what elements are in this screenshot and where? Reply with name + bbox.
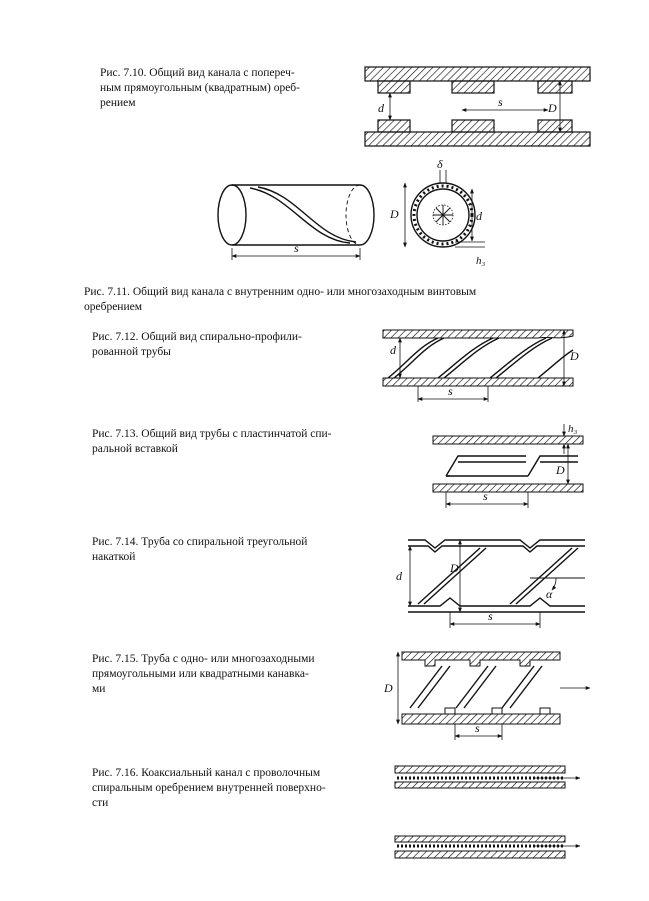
label-h3: h₃ <box>476 255 486 267</box>
figure-7-13-twisted-tape-insert-tube: h₃ D s <box>432 423 584 508</box>
caption-line: Рис. 7.16. Коаксиальный канал с проволоч… <box>92 767 321 779</box>
label-s: s <box>475 721 480 735</box>
caption-fig-7-10: Рис. 7.10. Общий вид канала с попереч- н… <box>100 66 300 111</box>
caption-line: Рис. 7.14. Труба со спиральной треугольн… <box>92 536 308 548</box>
label-s: s <box>498 95 503 109</box>
figure-7-10-transverse-ribbed-channel: d s D <box>364 66 591 147</box>
caption-line: Рис. 7.12. Общий вид спирально-профили- <box>92 331 302 343</box>
caption-line: ным прямоугольным (квадратным) ореб- <box>100 82 300 94</box>
caption-fig-7-16: Рис. 7.16. Коаксиальный канал с проволоч… <box>92 766 326 811</box>
caption-line: накаткой <box>92 551 136 563</box>
label-D: D <box>449 561 459 575</box>
caption-line: Рис. 7.15. Труба с одно- или многозаходн… <box>92 653 315 665</box>
figure-7-14-spiral-triangular-knurl-tube: d D α s <box>396 539 585 628</box>
label-d: d <box>476 209 483 223</box>
figure-7-15-grooved-tube: D s <box>383 651 591 740</box>
label-D: D <box>569 349 579 363</box>
caption-line: ральной вставкой <box>92 443 178 455</box>
label-delta: δ <box>437 160 443 171</box>
caption-line: Рис. 7.10. Общий вид канала с попереч- <box>100 67 295 79</box>
caption-fig-7-11: Рис. 7.11. Общий вид канала с внутренним… <box>84 285 476 315</box>
figure-7-12-spiral-profiled-tube: d D s <box>382 329 579 402</box>
label-s: s <box>448 384 453 398</box>
label-d: d <box>390 343 397 357</box>
label-D: D <box>389 207 399 221</box>
label-d: d <box>396 569 403 583</box>
caption-fig-7-12: Рис. 7.12. Общий вид спирально-профили- … <box>92 330 302 360</box>
label-alpha: α <box>546 587 553 601</box>
label-s: s <box>488 609 493 623</box>
label-s: s <box>294 241 299 255</box>
label-D: D <box>383 681 393 695</box>
internal-ribs <box>432 204 454 226</box>
caption-fig-7-15: Рис. 7.15. Труба с одно- или многозаходн… <box>92 652 315 697</box>
caption-line: сти <box>92 797 109 809</box>
caption-line: прямоугольными или квадратными канавка- <box>92 668 309 680</box>
caption-line: Рис. 7.13. Общий вид трубы с пластинчато… <box>92 428 332 440</box>
figure-7-16-coaxial-wire-finned-channel <box>394 765 581 859</box>
label-D: D <box>547 101 557 115</box>
label-s: s <box>483 489 488 503</box>
caption-line: ми <box>92 683 106 695</box>
label-d: d <box>378 101 385 115</box>
caption-line: Рис. 7.11. Общий вид канала с внутренним… <box>84 286 477 298</box>
caption-line: оребрением <box>84 301 142 313</box>
caption-fig-7-14: Рис. 7.14. Труба со спиральной треугольн… <box>92 535 307 565</box>
caption-fig-7-13: Рис. 7.13. Общий вид трубы с пластинчато… <box>92 427 332 457</box>
caption-line: рованной трубы <box>92 346 171 358</box>
label-D: D <box>555 463 565 477</box>
figure-7-11-helical-ribbed-channel: s D δ d h₃ <box>217 160 486 267</box>
caption-line: рением <box>100 97 136 109</box>
caption-line: спиральным оребрением внутренней поверхн… <box>92 782 326 794</box>
label-h3: h₃ <box>568 423 578 435</box>
